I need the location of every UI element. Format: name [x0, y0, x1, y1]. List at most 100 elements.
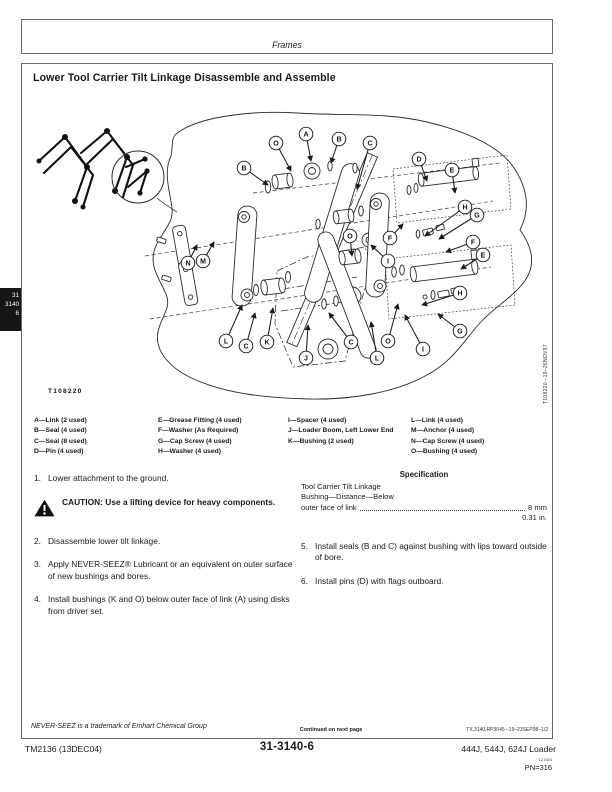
callout-G: G [452, 323, 468, 339]
legend-item: N—Cap Screw (4 used) [411, 437, 485, 445]
svg-text:E: E [450, 168, 455, 175]
tab-line-2: 3140 [4, 300, 19, 308]
step-2: 2. Disassemble lower tilt linkage. [34, 536, 298, 548]
legend-item: G—Cap Screw (4 used) [158, 437, 232, 445]
callout-I: I [415, 341, 431, 357]
svg-text:M: M [200, 259, 206, 266]
step-1: 1. Lower attachment to the ground. [34, 473, 298, 485]
parts-legend: A—Link (2 used) B—Seal (4 used) C—Seal (… [34, 416, 546, 458]
step-number: 1. [34, 473, 41, 483]
svg-text:C: C [348, 340, 353, 347]
specification-line: Tool Carrier Tilt Linkage [301, 482, 381, 491]
svg-text:H: H [462, 205, 467, 212]
svg-text:A: A [303, 132, 308, 139]
svg-text:O: O [347, 234, 353, 241]
step-number: 5. [301, 540, 308, 551]
legend-column-2: E—Grease Fitting (4 used) F—Washer (As R… [158, 416, 288, 458]
svg-text:B: B [336, 137, 341, 144]
legend-item: I—Spacer (4 used) [288, 417, 347, 424]
figure-side-code: T108220 –19–26NOV97 [543, 344, 549, 404]
step-number: 3. [34, 559, 41, 570]
legend-column-1: A—Link (2 used) B—Seal (4 used) C—Seal (… [34, 416, 158, 458]
legend-item: C—Seal (8 used) [34, 437, 87, 445]
legend-column-4: L—Link (4 used) M—Anchor (4 used) N—Cap … [411, 416, 546, 458]
callout-C: C [238, 338, 254, 354]
svg-text:C: C [367, 141, 372, 148]
svg-text:I: I [387, 259, 389, 266]
callout-G: G [469, 207, 485, 223]
legend-item: M—Anchor (4 used) [411, 427, 475, 435]
step-text: Lower attachment to the ground. [48, 473, 169, 483]
trademark-note: NEVER-SEEZ is a trademark of Emhart Chem… [31, 723, 207, 730]
svg-text:C: C [243, 344, 248, 351]
step-number: 6. [301, 575, 308, 586]
svg-text:J: J [304, 356, 308, 363]
specification-line: Bushing—Distance—Below [301, 492, 394, 502]
legend-item: D—Pin (4 used) [34, 448, 84, 456]
step-5: 5. Install seals (B and C) against bushi… [301, 541, 547, 564]
callout-H: H [457, 199, 473, 215]
svg-text:G: G [457, 329, 463, 336]
step-text: Install pins (D) with flags outboard. [315, 575, 444, 586]
revision-code: TX,3140,RP3045 –19–23SEP98–1/2 [466, 727, 548, 733]
footer-page-number: 31-3140-6 [259, 741, 315, 753]
legend-item: E—Grease Fitting (4 used) [158, 417, 242, 424]
step-text: Install bushings (K and O) below outer f… [48, 594, 290, 616]
callout-H: H [452, 285, 468, 301]
continued-note: Continued on next page [299, 727, 363, 733]
legend-column-3: I—Spacer (4 used) J—Loader Boom, Left Lo… [288, 416, 411, 458]
step-6: 6. Install pins (D) with flags outboard. [301, 576, 547, 588]
callout-I: I [380, 253, 396, 269]
svg-text:I: I [422, 347, 424, 354]
callout-L: L [218, 333, 234, 349]
legend-item: F—Washer (As Required) [158, 427, 239, 435]
svg-text:E: E [481, 253, 486, 260]
dot-leader [359, 510, 526, 512]
step-text: Apply NEVER-SEEZ® Lubricant or an equiva… [48, 559, 293, 581]
svg-text:D: D [416, 157, 421, 164]
callout-C: C [362, 135, 378, 151]
warning-triangle-icon [34, 497, 62, 522]
callout-F: F [465, 234, 481, 250]
svg-text:B: B [241, 166, 246, 173]
callout-D: D [411, 151, 427, 167]
specification-heading: Specification [399, 470, 449, 479]
footer-pn: PN=316 [524, 763, 552, 772]
instructions-right-column: Specification Tool Carrier Tilt Linkage … [301, 470, 547, 599]
legend-item: L—Link (4 used) [411, 417, 464, 424]
exploded-view-drawing [36, 111, 532, 400]
footer-models: 444J, 544J, 624J Loader [461, 744, 556, 754]
caution-block: CAUTION: Use a lifting device for heavy … [34, 497, 298, 522]
specification-block: Specification Tool Carrier Tilt Linkage … [301, 470, 547, 524]
tab-line-1: 31 [11, 292, 19, 299]
legend-item: O—Bushing (4 used) [411, 448, 478, 456]
tab-line-3: 6 [15, 309, 19, 317]
callout-J: J [298, 350, 314, 366]
svg-text:O: O [273, 141, 279, 148]
callout-C: C [343, 334, 359, 350]
running-header: Frames [21, 19, 553, 54]
step-text: Disassemble lower tilt linkage. [48, 535, 161, 546]
legend-item: A—Link (2 used) [34, 417, 87, 424]
svg-text:F: F [471, 240, 476, 247]
svg-text:L: L [224, 339, 229, 346]
caution-text: CAUTION: Use a lifting device for heavy … [62, 496, 276, 507]
svg-text:G: G [474, 213, 480, 220]
running-header-title: Frames [272, 40, 302, 50]
svg-text:K: K [264, 340, 269, 347]
callout-E: E [475, 247, 491, 263]
linkage-thumbnail [36, 128, 178, 213]
step-number: 2. [34, 535, 41, 546]
figure-caption: T108220 [48, 388, 83, 395]
callout-M: M [195, 253, 211, 269]
callout-O: O [380, 333, 396, 349]
specification-label: outer face of link [301, 502, 357, 512]
callout-B: B [236, 160, 252, 176]
callout-O: O [268, 135, 284, 151]
instructions-left-column: 1. Lower attachment to the ground. CAUTI… [34, 473, 298, 630]
page-title: Lower Tool Carrier Tilt Linkage Disassem… [33, 72, 336, 84]
callout-E: E [444, 162, 460, 178]
callout-O: O [342, 228, 358, 244]
